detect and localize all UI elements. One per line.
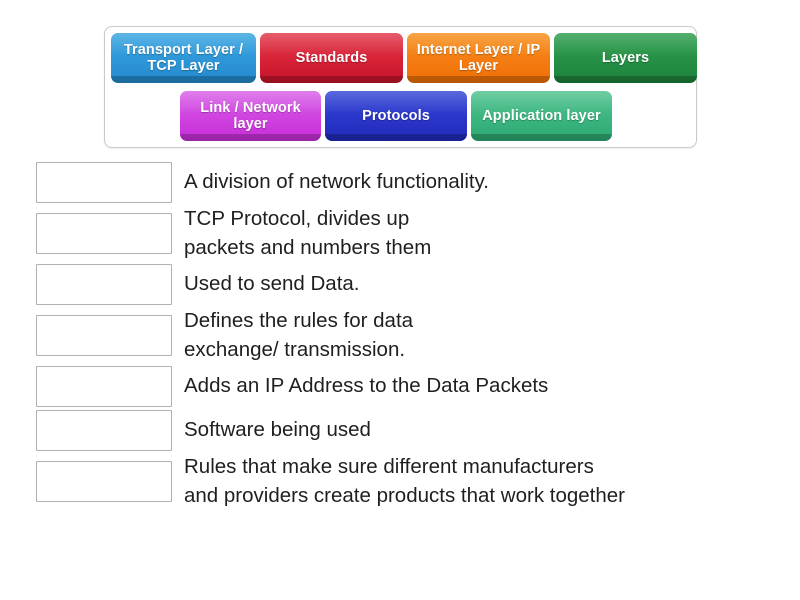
match-row: Adds an IP Address to the Data Packets (0, 364, 800, 408)
tile-internet-layer-label: Internet Layer / IP Layer (416, 41, 541, 74)
tile-protocols-label: Protocols (362, 107, 430, 124)
match-row: Rules that make sure different manufactu… (0, 452, 800, 510)
drop-zone-5[interactable] (36, 365, 172, 407)
tile-layers[interactable]: Layers (554, 33, 697, 83)
match-prompt-5: Adds an IP Address to the Data Packets (184, 374, 549, 398)
match-prompt-2: TCP Protocol, divides up packets and num… (184, 206, 432, 259)
match-prompt-3: Used to send Data. (184, 272, 360, 296)
tile-transport-layer-label: Transport Layer / TCP Layer (123, 41, 244, 74)
match-row: Software being used (0, 408, 800, 452)
tile-layers-label: Layers (601, 49, 650, 66)
match-row: Defines the rules for data exchange/ tra… (0, 306, 800, 364)
tile-standards[interactable]: Standards (260, 33, 403, 83)
tile-link-network-layer-label: Link / Network layer (200, 99, 301, 132)
match-row: A division of network functionality. (0, 160, 800, 204)
tile-link-network-layer[interactable]: Link / Network layer (180, 91, 321, 141)
drop-zone-2[interactable] (36, 212, 172, 254)
drop-zone-6[interactable] (36, 409, 172, 451)
tile-internet-layer[interactable]: Internet Layer / IP Layer (407, 33, 550, 83)
match-prompt-1: A division of network functionality. (184, 170, 489, 194)
tile-transport-layer[interactable]: Transport Layer / TCP Layer (111, 33, 256, 83)
match-row: Used to send Data. (0, 262, 800, 306)
match-prompt-7: Rules that make sure different manufactu… (184, 454, 625, 507)
match-rows-list: A division of network functionality. TCP… (0, 160, 800, 510)
tile-application-layer-label: Application layer (482, 107, 601, 124)
tile-row-top: Transport Layer / TCP Layer Standards In… (105, 31, 702, 85)
tile-standards-label: Standards (295, 49, 368, 66)
answer-tile-tray: Transport Layer / TCP Layer Standards In… (104, 26, 697, 148)
drop-zone-7[interactable] (36, 460, 172, 502)
drop-zone-4[interactable] (36, 314, 172, 356)
drop-zone-1[interactable] (36, 161, 172, 203)
match-row: TCP Protocol, divides up packets and num… (0, 204, 800, 262)
match-prompt-4: Defines the rules for data exchange/ tra… (184, 308, 414, 361)
match-prompt-6: Software being used (184, 418, 371, 442)
tile-application-layer[interactable]: Application layer (471, 91, 612, 141)
drop-zone-3[interactable] (36, 263, 172, 305)
tile-protocols[interactable]: Protocols (325, 91, 467, 141)
tile-row-bottom: Link / Network layer Protocols Applicati… (105, 89, 771, 143)
